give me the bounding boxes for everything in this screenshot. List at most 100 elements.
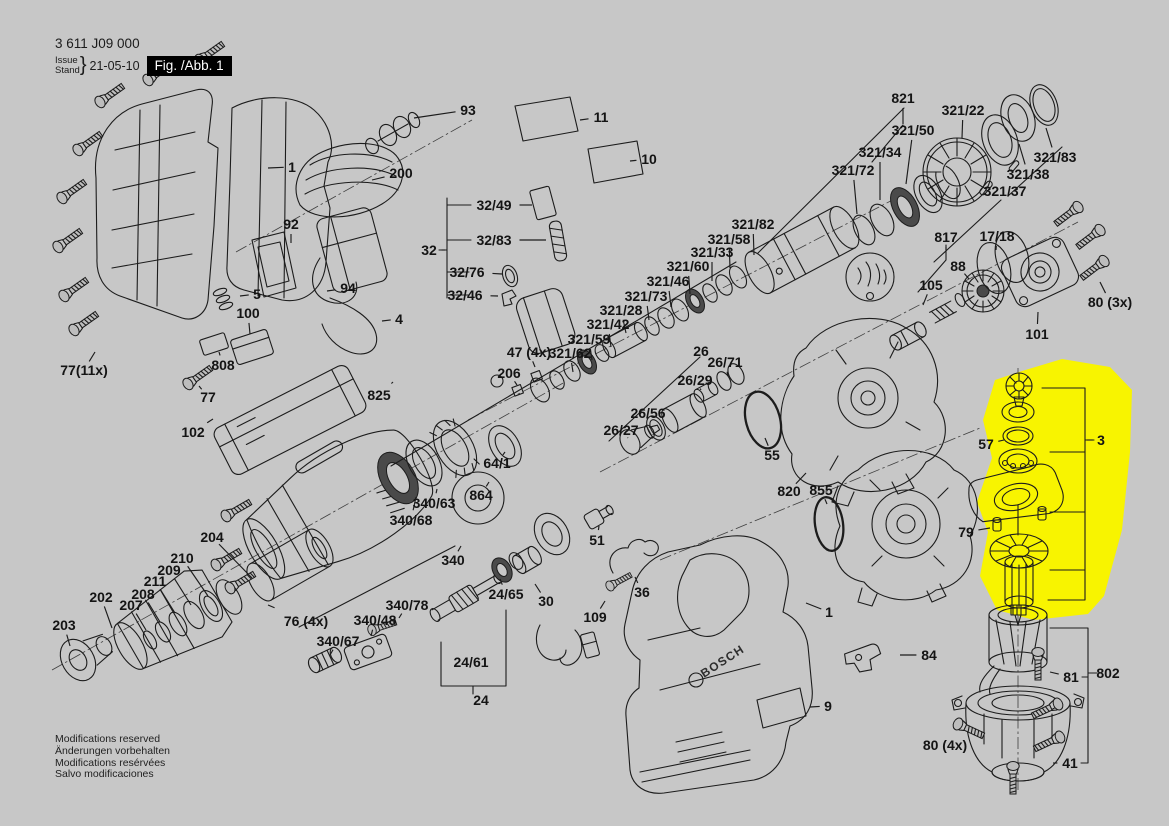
part-label-24: 24 — [473, 692, 489, 708]
part-label-321-59: 321/59 — [567, 331, 611, 347]
part-label-26-71: 26/71 — [707, 354, 743, 370]
part-label-808: 808 — [211, 357, 235, 373]
part-label-79: 79 — [958, 524, 974, 540]
part-label-92: 92 — [283, 216, 299, 232]
part-label-203: 203 — [52, 617, 76, 633]
part-label-209: 209 — [157, 562, 181, 578]
part-label-321-72: 321/72 — [831, 162, 875, 178]
part-label-211: 211 — [143, 573, 167, 589]
part-label-200: 200 — [389, 165, 413, 181]
part-label-93: 93 — [460, 102, 476, 118]
part-label-340-63: 340/63 — [412, 495, 456, 511]
motor-group — [844, 604, 1098, 795]
part-label-36: 36 — [634, 584, 650, 600]
part-label-4: 4 — [395, 311, 403, 327]
part-label-321-58: 321/58 — [707, 231, 751, 247]
part-label-321-62: 321/62 — [548, 345, 592, 361]
highlight-service-kit — [977, 359, 1132, 620]
service-kit-group — [968, 372, 1095, 626]
part-label-47-4x-: 47 (4x) — [506, 344, 552, 360]
part-label-321-73: 321/73 — [624, 288, 668, 304]
part-label-32-46: 32/46 — [447, 287, 483, 303]
part-label-17-18: 17/18 — [979, 228, 1015, 244]
striker-chain — [529, 164, 961, 403]
part-label-864: 864 — [469, 487, 493, 503]
part-label-340-67: 340/67 — [316, 633, 360, 649]
document-number: 3 611 J09 000 — [55, 36, 140, 51]
part-label-321-28: 321/28 — [599, 302, 643, 318]
figure-label-box: Fig. /Abb. 1 — [146, 55, 232, 76]
part-label-32-76: 32/76 — [449, 264, 485, 280]
part-label-24-65: 24/65 — [488, 586, 524, 602]
part-label-820: 820 — [777, 483, 801, 499]
part-label-204: 204 — [200, 529, 224, 545]
part-label-5: 5 — [253, 286, 261, 302]
part-label-825: 825 — [367, 387, 391, 403]
part-label-340: 340 — [441, 552, 465, 568]
part-label-88: 88 — [950, 258, 966, 274]
chuck-group — [59, 418, 522, 682]
cylinder-group — [619, 363, 783, 455]
part-label-26-56: 26/56 — [630, 405, 666, 421]
part-label-340-68: 340/68 — [389, 512, 433, 528]
top-gear-cluster — [922, 84, 1112, 284]
part-label-321-34: 321/34 — [858, 144, 902, 160]
part-label-24-61: 24/61 — [453, 654, 489, 670]
part-label-321-38: 321/38 — [1006, 166, 1050, 182]
part-label-77-11x-: 77(11x) — [60, 362, 108, 378]
part-label-11: 11 — [593, 109, 609, 125]
part-label-77: 77 — [200, 389, 216, 405]
part-label-80-3x-: 80 (3x) — [1087, 294, 1133, 310]
part-label-321-37: 321/37 — [983, 183, 1027, 199]
part-label-80-4x-: 80 (4x) — [922, 737, 968, 753]
part-label-26-29: 26/29 — [677, 372, 713, 388]
grip-and-small-parts — [199, 111, 421, 476]
issue-label: Issue — [55, 55, 78, 66]
part-label-855: 855 — [809, 482, 833, 498]
switch-group — [438, 185, 576, 397]
notice-line-en: Modifications reserved — [55, 733, 161, 745]
part-label-32-49: 32/49 — [476, 197, 512, 213]
part-label-102: 102 — [181, 424, 205, 440]
issue-date: 21-05-10 — [89, 58, 140, 73]
part-label-321-42: 321/42 — [586, 316, 630, 332]
part-label-206: 206 — [497, 365, 521, 381]
notice-line-de: Änderungen vorbehalten — [55, 744, 171, 757]
notice-line-fr: Modifications resérvées — [55, 756, 166, 769]
part-label-32: 32 — [421, 242, 437, 258]
part-label-321-83: 321/83 — [1033, 149, 1077, 165]
part-label-76-4x-: 76 (4x) — [283, 613, 329, 629]
stand-label: Stand — [55, 64, 80, 76]
part-label-321-50: 321/50 — [891, 122, 935, 138]
modifications-notice: Modifications reserved Änderungen vorbeh… — [55, 733, 171, 781]
part-label-26-27: 26/27 — [603, 422, 639, 438]
gear-housing-2 — [813, 450, 978, 607]
part-label-32-83: 32/83 — [476, 232, 512, 248]
part-label-817: 817 — [934, 229, 958, 245]
part-label-64-1: 64/1 — [483, 455, 511, 471]
part-label-10: 10 — [641, 151, 657, 167]
part-label-41: 41 — [1062, 755, 1078, 771]
part-label-105: 105 — [919, 277, 943, 293]
crank-housing-group — [780, 230, 1080, 507]
part-label-321-82: 321/82 — [731, 216, 775, 232]
part-label-802: 802 — [1096, 665, 1120, 681]
part-label-321-46: 321/46 — [646, 273, 690, 289]
part-label-3: 3 — [1097, 432, 1105, 448]
part-label-340-78: 340/78 — [385, 597, 429, 613]
part-label-94: 94 — [340, 280, 356, 296]
part-label-55: 55 — [764, 447, 780, 463]
notice-line-es: Salvo modificaciones — [55, 768, 154, 781]
part-label-109: 109 — [583, 609, 607, 625]
leader-lines — [66, 108, 1107, 764]
part-label-9: 9 — [824, 698, 832, 714]
part-label-821: 821 — [891, 90, 915, 106]
part-label-208: 208 — [131, 586, 155, 602]
part-label-321-33: 321/33 — [690, 244, 734, 260]
part-label-207: 207 — [119, 597, 143, 613]
issue-stand-labels: Issue Stand — [55, 56, 80, 75]
part-label-210: 210 — [170, 550, 194, 566]
part-label-202: 202 — [89, 589, 113, 605]
part-label-57: 57 — [978, 436, 994, 452]
